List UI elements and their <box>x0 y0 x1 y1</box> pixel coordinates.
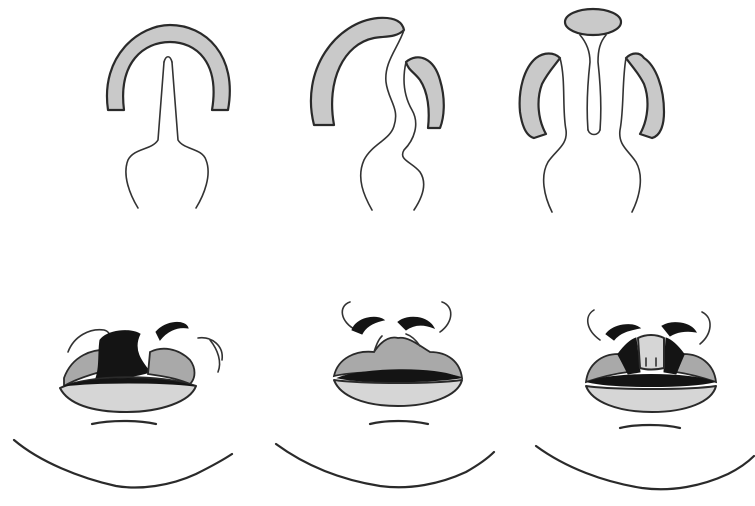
nose-ala-right <box>700 312 710 344</box>
nostril-right <box>662 323 696 336</box>
chin-line <box>92 421 156 424</box>
jaw-line <box>536 446 754 489</box>
cleft-outline-right-side <box>620 58 641 212</box>
lip-diagram-left <box>14 322 232 487</box>
septum-outline-right <box>172 62 208 208</box>
vomer-outline <box>580 35 606 130</box>
dental-arch-complete <box>107 25 230 110</box>
lower-lip <box>334 380 462 406</box>
nose-ala-right <box>440 302 451 332</box>
cleft-outline-left <box>361 30 404 210</box>
premaxilla <box>565 9 621 35</box>
lip-diagram-middle <box>276 302 494 487</box>
nose-ala-left <box>588 310 600 340</box>
septum-tip <box>164 57 172 62</box>
prolabium <box>638 335 664 370</box>
palate-diagram-left <box>107 25 230 208</box>
nostril-left <box>606 325 640 340</box>
dental-arch-major-segment <box>311 18 404 125</box>
septum-outline <box>126 62 164 208</box>
dental-arch-right-segment <box>626 54 664 139</box>
jaw-line <box>276 444 494 487</box>
dental-arch-left-segment <box>520 54 560 139</box>
chin-line <box>620 425 680 428</box>
nostril-right <box>156 322 188 340</box>
nostril-left <box>352 317 384 334</box>
lower-lip <box>586 386 716 412</box>
vomer-tip <box>588 130 600 135</box>
cleft-outline-right <box>403 62 424 210</box>
lip-diagram-right <box>536 310 754 489</box>
nostril-right <box>398 317 434 330</box>
cleft-gap <box>96 331 150 378</box>
palate-diagram-middle <box>311 18 444 210</box>
jaw-line <box>14 440 232 488</box>
dental-arch-minor-segment <box>406 57 444 128</box>
chin-line <box>370 421 428 424</box>
cleft-outline-left-side <box>544 58 567 212</box>
palate-diagram-right <box>520 9 664 212</box>
